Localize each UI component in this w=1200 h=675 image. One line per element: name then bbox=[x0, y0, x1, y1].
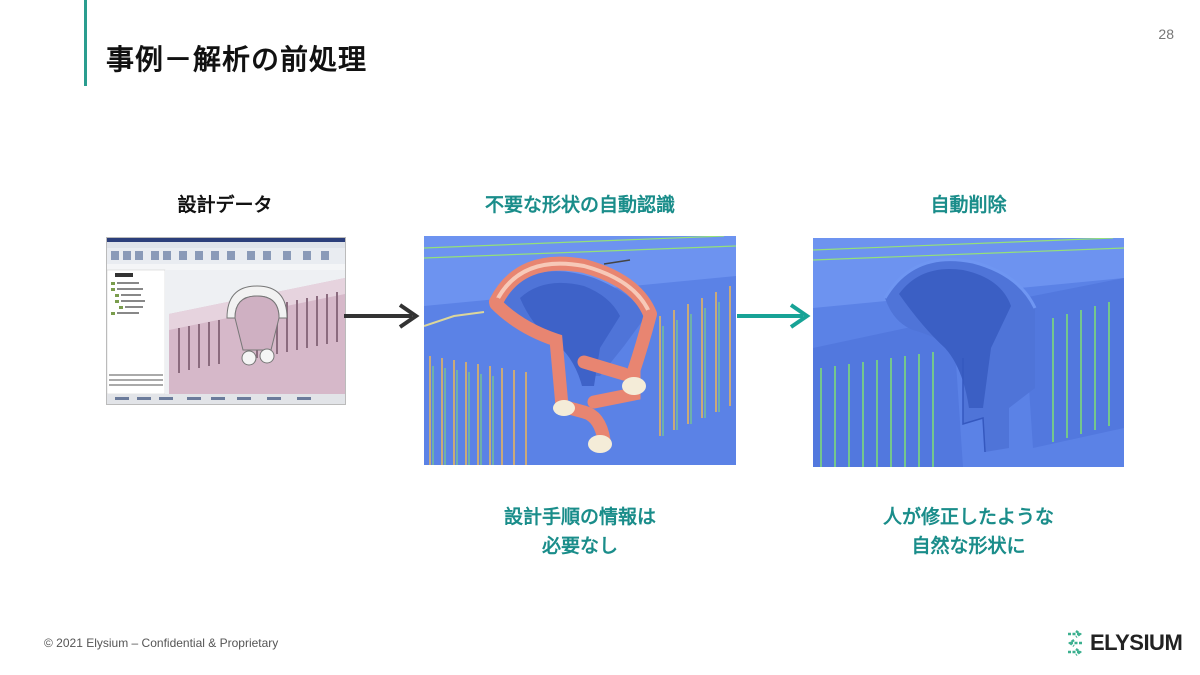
note-line: 人が修正したような bbox=[882, 506, 1054, 528]
arrow-right-icon bbox=[344, 303, 420, 329]
page-title: 事例－解析の前処理 bbox=[106, 43, 368, 76]
step-label-auto-delete: 自動削除 bbox=[930, 194, 1007, 216]
note-line: 必要なし bbox=[541, 535, 618, 557]
footer-copyright: © 2021 Elysium – Confidential & Propriet… bbox=[44, 636, 279, 650]
auto-recognition-render bbox=[424, 236, 736, 465]
step-label-design-data: 設計データ bbox=[177, 194, 273, 216]
note-line: 自然な形状に bbox=[911, 535, 1026, 557]
note-line: 設計手順の情報は bbox=[503, 506, 656, 528]
step-label-auto-recognition: 不要な形状の自動認識 bbox=[484, 194, 675, 216]
logo-text: ELYSIUM bbox=[1090, 630, 1183, 655]
page-number: 28 bbox=[1158, 26, 1174, 42]
note-no-design-history: 設計手順の情報は 必要なし bbox=[424, 503, 736, 561]
auto-delete-render bbox=[813, 238, 1124, 467]
design-data-screenshot bbox=[106, 237, 346, 405]
arrow-right-icon bbox=[737, 303, 811, 329]
note-natural-shape: 人が修正したような 自然な形状に bbox=[813, 503, 1124, 561]
title-accent-bar bbox=[84, 0, 87, 86]
elysium-logo: ELYSIUM bbox=[1064, 628, 1183, 658]
elysium-logo-icon bbox=[1068, 630, 1082, 656]
